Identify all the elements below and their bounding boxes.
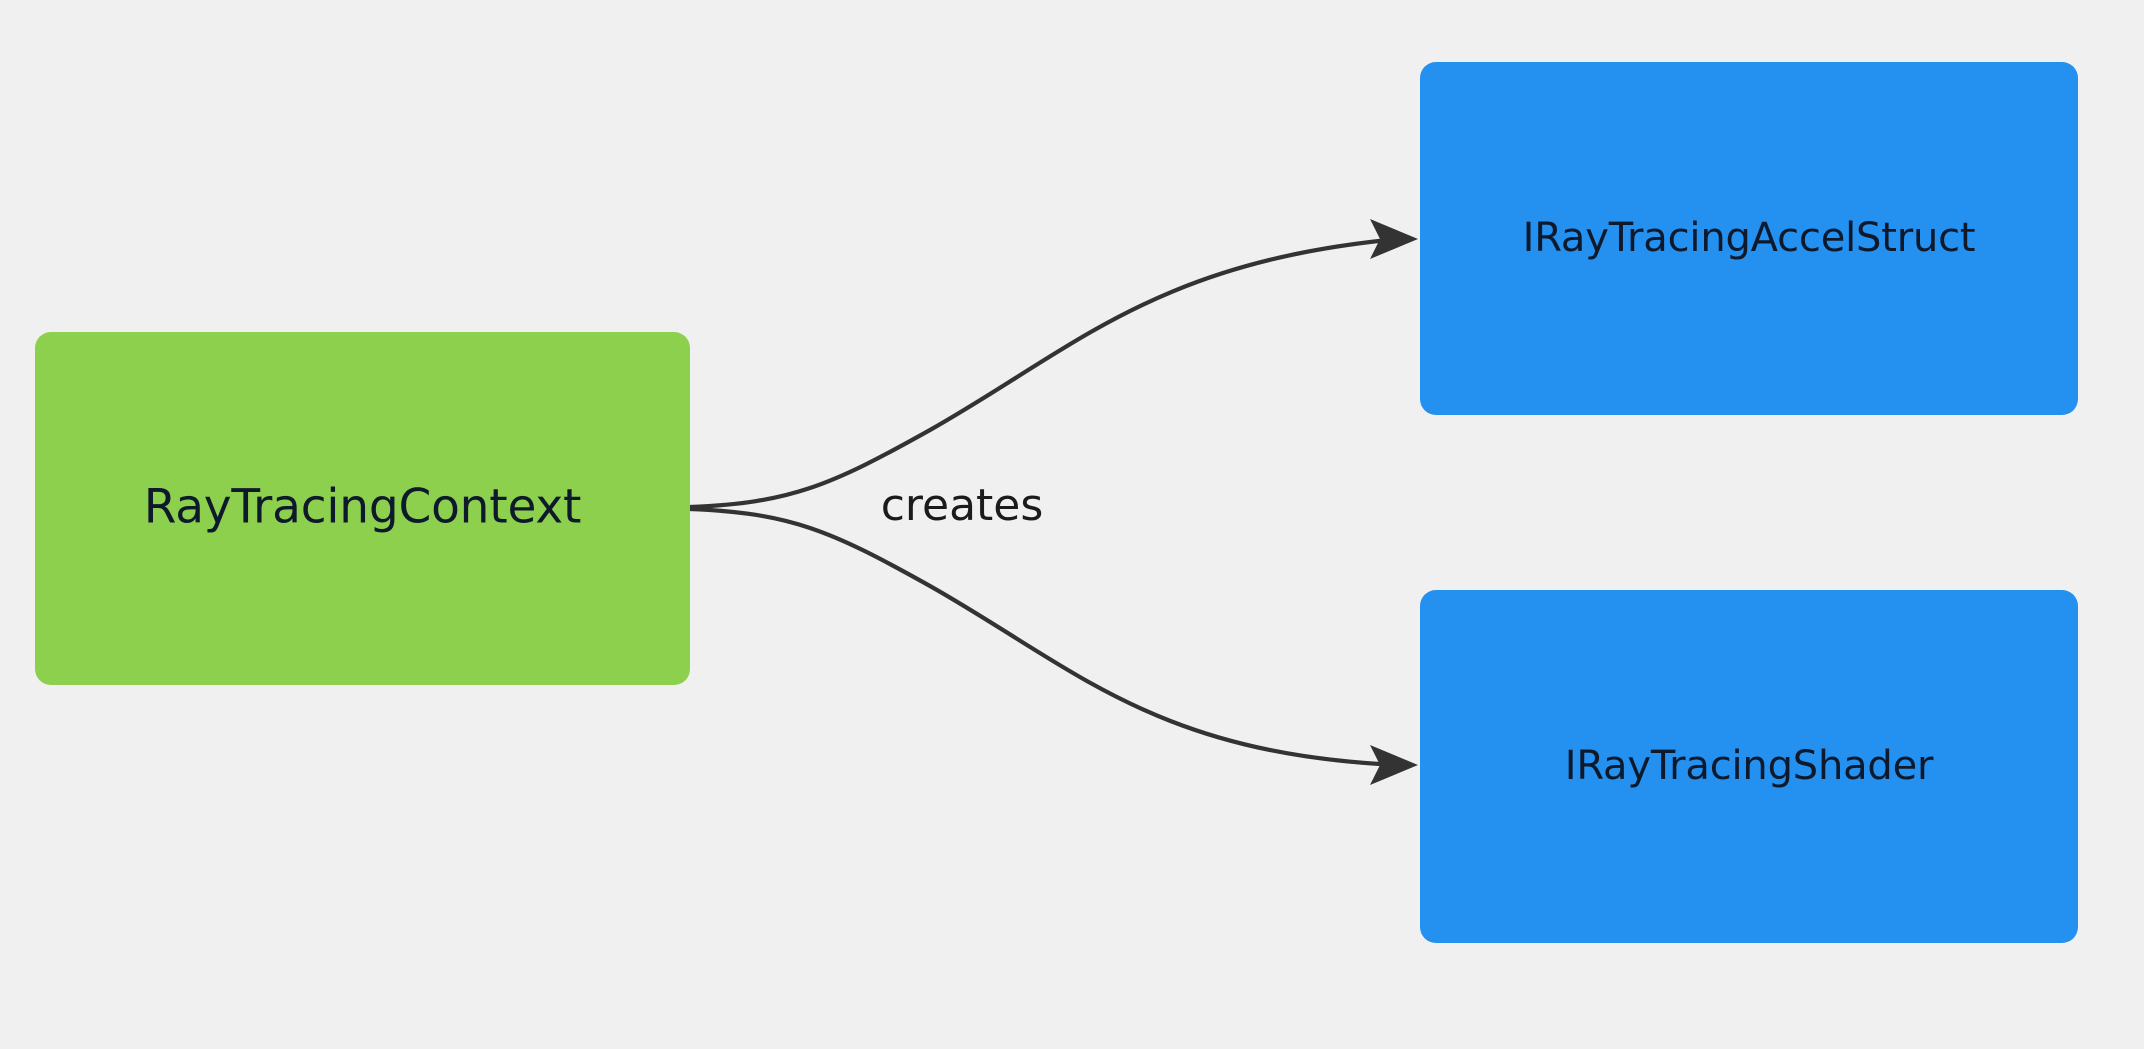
node-ray-tracing-context-shape[interactable] xyxy=(35,332,690,685)
node-iray-tracing-shader-label: IRayTracingShader xyxy=(1565,743,1934,789)
edge-label-creates: creates xyxy=(881,480,1044,531)
edge-context-to-shader[interactable] xyxy=(687,506,1418,785)
arrowhead-icon-shader xyxy=(1370,745,1418,785)
edge-path-shader xyxy=(687,506,1401,768)
edge-path-accel-struct xyxy=(687,236,1401,510)
node-iray-tracing-accel-struct-shape[interactable] xyxy=(1420,62,2078,415)
arrowhead-icon-accel-struct xyxy=(1370,219,1418,259)
node-iray-tracing-accel-struct[interactable]: IRayTracingAccelStruct xyxy=(1420,62,2078,415)
node-iray-tracing-accel-struct-label: IRayTracingAccelStruct xyxy=(1523,215,1976,261)
edge-context-to-accel-struct[interactable] xyxy=(687,219,1418,510)
node-ray-tracing-context-label: RayTracingContext xyxy=(144,480,581,535)
node-iray-tracing-shader[interactable]: IRayTracingShader xyxy=(1420,590,2078,943)
node-ray-tracing-context[interactable]: RayTracingContext xyxy=(35,332,690,685)
node-iray-tracing-shader-shape[interactable] xyxy=(1420,590,2078,943)
